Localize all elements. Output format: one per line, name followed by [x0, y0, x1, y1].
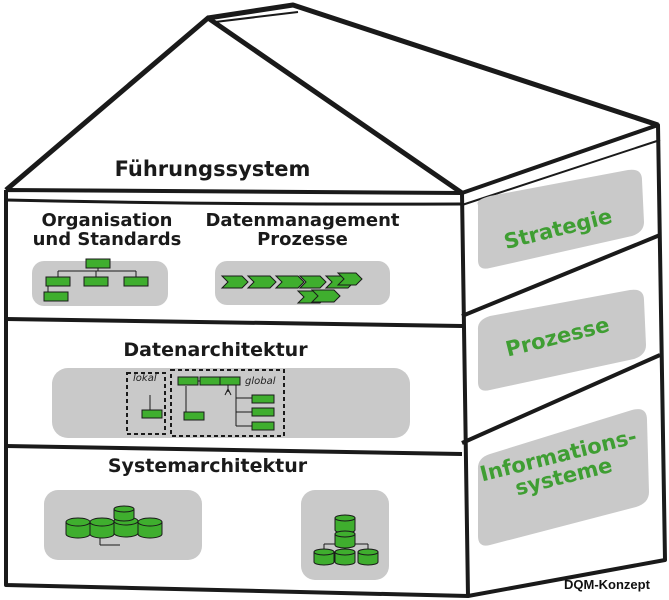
datamgmt-line2: Prozesse — [257, 228, 348, 250]
datamgmt-process-title: Datenmanagement Prozesse — [190, 210, 415, 250]
org-chart-icon — [43, 258, 149, 302]
floor-divider-3 — [5, 444, 463, 456]
architecture-tree-icon — [141, 376, 275, 431]
database-chain-icon — [65, 505, 163, 546]
side-divider-2 — [461, 233, 661, 318]
process-chevrons-icon — [220, 272, 363, 304]
datamgmt-line1: Datenmanagement — [205, 210, 400, 231]
floor-divider-1 — [5, 198, 463, 206]
global-label: global — [245, 376, 276, 387]
org-standards-line2: und Standards — [32, 228, 182, 250]
org-standards-line1: Organisation — [41, 210, 173, 231]
org-standards-title: Organisation und Standards — [22, 210, 192, 250]
roof-ridge — [207, 2, 659, 128]
roof-title: Führungssystem — [114, 157, 311, 181]
side-divider-1 — [461, 139, 661, 206]
side-divider-3 — [461, 353, 661, 445]
side-panel-prozesse — [477, 289, 646, 391]
local-label: lokal — [133, 373, 157, 384]
database-tree-icon — [313, 514, 379, 566]
roof-ridge-shadow — [214, 11, 299, 23]
side-panel-informationssysteme — [477, 409, 649, 546]
systemarchitektur-title: Systemarchitektur — [107, 455, 308, 477]
credit-label: DQM-Konzept — [564, 577, 650, 592]
global-dashed-box — [170, 369, 285, 437]
side-panel-strategie — [477, 169, 644, 269]
floor-divider-2 — [5, 317, 463, 328]
architecture-panel — [52, 368, 410, 438]
side-wall-outline — [461, 123, 667, 598]
datenarchitektur-title: Datenarchitektur — [123, 339, 308, 361]
